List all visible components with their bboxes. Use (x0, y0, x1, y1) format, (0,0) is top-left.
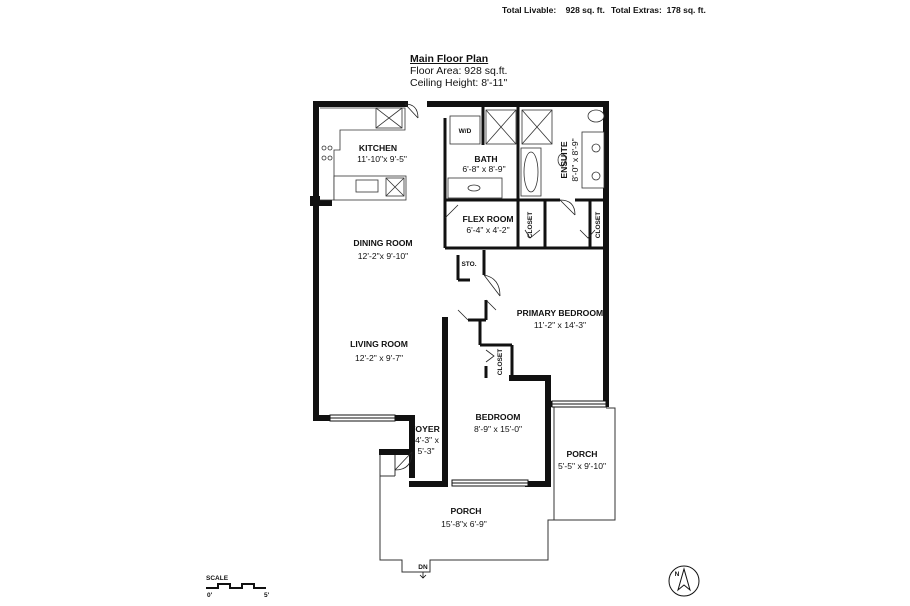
bath-dims: 6'-8" x 8'-9" (462, 164, 505, 174)
porch-side-name: PORCH (566, 449, 597, 459)
kitchen-name: KITCHEN (359, 143, 397, 153)
foyer-name: FOYER (410, 424, 440, 434)
closet-2-name: CLOSET (595, 212, 602, 238)
stairs-arrow-icon (419, 572, 427, 579)
scale-max: 5' (264, 592, 270, 599)
storage-name: STO. (461, 261, 476, 268)
primary-bedroom-dims: 11'-2" x 14'-3" (534, 320, 586, 330)
kitchen-counters (320, 107, 407, 201)
kitchen-dims: 11'-10"x 9'-5" (357, 154, 407, 164)
porch-main-dims: 15'-8"x 6'-9" (441, 519, 487, 529)
total-livable: Total Livable: 928 sq. ft. (502, 5, 605, 15)
compass-icon: N (668, 565, 700, 597)
living-room-dims: 12'-2" x 9'-7" (355, 353, 403, 363)
total-livable-label: Total Livable: (502, 5, 557, 15)
plan-title-block: Main Floor Plan Floor Area: 928 sq.ft. C… (410, 53, 507, 89)
stairs-label: DN (418, 564, 428, 571)
windows (329, 400, 607, 487)
ensuite-name: ENSUITE (559, 141, 569, 179)
wd-name: W/D (459, 128, 472, 135)
foyer-dims-line1: 4'-3" x (415, 435, 439, 445)
dining-room-name: DINING ROOM (353, 238, 412, 248)
closet-3-name: CLOSET (497, 349, 504, 375)
flex-room-dims: 6'-4" x 4'-2" (466, 225, 509, 235)
total-extras-value: 178 sq. ft. (666, 5, 706, 15)
ceiling-height: Ceiling Height: 8'-11" (410, 77, 508, 89)
total-extras: Total Extras: 178 sq. ft. (611, 5, 706, 15)
bath-name: BATH (474, 154, 497, 164)
walls (310, 101, 609, 487)
room-labels: KITCHEN 11'-10"x 9'-5" W/D BATH 6'-8" x … (350, 128, 606, 529)
total-livable-value: 928 sq. ft. (565, 5, 605, 15)
closet-1-name: CLOSET (527, 212, 534, 238)
scale-label: SCALE (206, 575, 229, 582)
bedroom-dims: 8'-9" x 15'-0" (474, 424, 522, 434)
porch-main-name: PORCH (450, 506, 481, 516)
scale-min: 0' (207, 592, 213, 599)
compass-label: N (675, 571, 680, 578)
primary-bedroom-name: PRIMARY BEDROOM (517, 308, 603, 318)
living-room-name: LIVING ROOM (350, 339, 408, 349)
dining-room-dims: 12'-2"x 9'-10" (358, 251, 408, 261)
interior-walls (443, 104, 606, 380)
ensuite-dims: 8'-0" x 8'-9" (570, 138, 580, 181)
floor-area: Floor Area: 928 sq.ft. (410, 65, 508, 77)
foyer-dims-line2: 5'-3" (417, 446, 434, 456)
doors (394, 103, 596, 471)
bedroom-name: BEDROOM (476, 412, 521, 422)
total-extras-label: Total Extras: (611, 5, 662, 15)
porch-outline (379, 404, 616, 573)
stairs: DN (418, 564, 428, 579)
porch-side-dims: 5'-5" x 9'-10" (558, 461, 606, 471)
flex-room-name: FLEX ROOM (462, 214, 513, 224)
plan-title: Main Floor Plan (410, 53, 489, 65)
scale-bar: SCALE 0' 5' (206, 575, 270, 599)
bath-fixtures (447, 109, 605, 199)
